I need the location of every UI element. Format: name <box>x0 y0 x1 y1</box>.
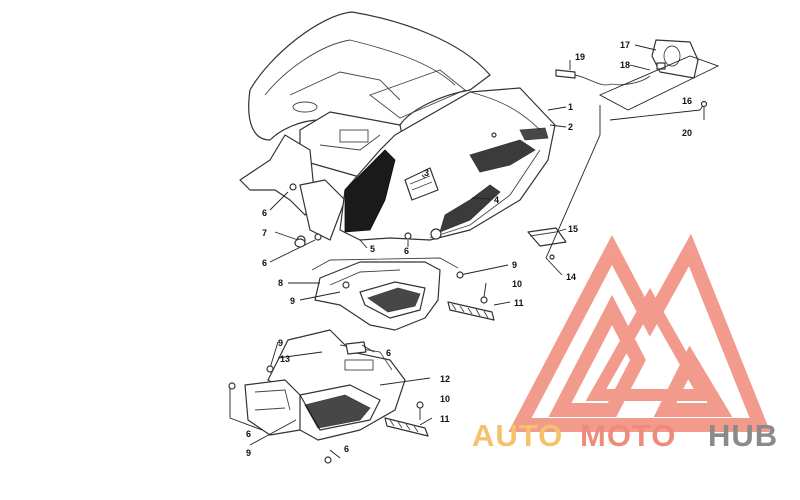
left-footwell <box>244 329 406 441</box>
callout-c10a: 10 <box>512 279 522 289</box>
callout-c9b: 9 <box>512 260 517 270</box>
callout-c9c: 9 <box>278 338 283 348</box>
callout-c6d: 6 <box>386 348 391 358</box>
callout-c14: 14 <box>566 272 576 282</box>
right-footwell <box>311 257 459 331</box>
callout-c3: 3 <box>424 168 429 178</box>
callout-c2: 2 <box>568 122 573 132</box>
callout-c15: 15 <box>568 224 578 234</box>
rear-fender-body <box>239 11 556 245</box>
watermark-text-auto: AUTO <box>472 418 563 453</box>
callout-c11a: 11 <box>514 298 524 308</box>
bracket-15 <box>527 227 567 247</box>
watermark-brand: AUTO MOTO HUB <box>472 418 778 453</box>
callout-c16: 16 <box>682 96 692 106</box>
callout-c6c: 6 <box>404 246 409 256</box>
watermark-text-hub: HUB <box>708 418 778 453</box>
footrest-pad-upper <box>447 301 495 321</box>
callout-c19: 19 <box>575 52 585 62</box>
callout-c10b: 10 <box>440 394 450 404</box>
callout-c12: 12 <box>440 374 450 384</box>
callout-c9d: 9 <box>246 448 251 458</box>
callout-c1: 1 <box>568 102 573 112</box>
callout-c4: 4 <box>494 195 499 205</box>
callout-c7: 7 <box>262 228 267 238</box>
callout-c11b: 11 <box>440 414 450 424</box>
callout-c6b: 6 <box>262 258 267 268</box>
taillight-assembly <box>555 39 720 111</box>
callout-c18: 18 <box>620 60 630 70</box>
callout-c6f: 6 <box>344 444 349 454</box>
callout-labels: 1234566666678999910101111121314151617181… <box>246 40 692 458</box>
callout-c8: 8 <box>278 278 283 288</box>
callout-c17: 17 <box>620 40 630 50</box>
leader-lines <box>228 44 708 464</box>
callout-c13: 13 <box>280 354 290 364</box>
callout-c20: 20 <box>682 128 692 138</box>
callout-c5: 5 <box>370 244 375 254</box>
watermark-text-moto: MOTO <box>580 418 676 453</box>
footrest-pad-lower <box>384 417 429 437</box>
callout-c9a: 9 <box>290 296 295 306</box>
mountain-triangle-logo-icon <box>508 233 771 432</box>
callout-c6e: 6 <box>246 429 251 439</box>
callout-c6a: 6 <box>262 208 267 218</box>
